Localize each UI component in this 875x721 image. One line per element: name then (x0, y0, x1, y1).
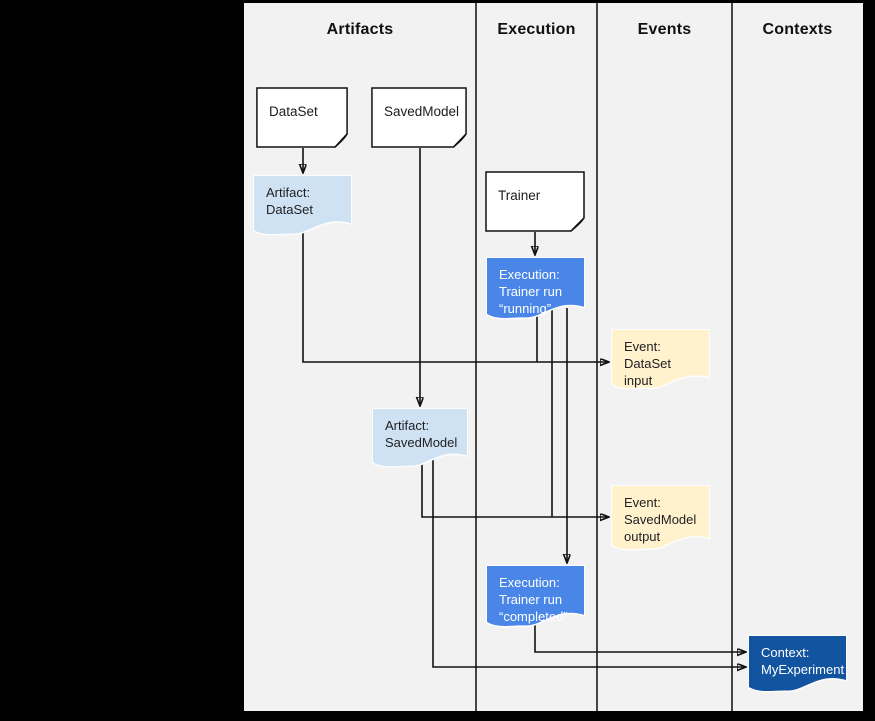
execution-running-line1: Execution: (499, 267, 560, 282)
context-myexperiment-line2: MyExperiment (761, 662, 845, 677)
savedmodel-node: SavedModel (371, 87, 467, 148)
artifact-dataset-line1: Artifact: (266, 185, 311, 200)
event-savedmodel-output-line3: output (624, 529, 661, 544)
execution-completed-node: Execution: Trainer run “completed” (486, 565, 585, 630)
execution-running-line3: “running” (499, 301, 552, 316)
arrow-artifact-savedmodel-to-event-output (421, 455, 609, 517)
execution-running-line2: Trainer run (499, 284, 563, 299)
context-myexperiment-line1: Context: (761, 645, 810, 660)
event-dataset-input-node: Event: DataSet input (611, 329, 710, 392)
column-header-artifacts: Artifacts (326, 21, 394, 38)
execution-completed-line3: “completed” (499, 609, 568, 624)
artifact-dataset-line2: DataSet (266, 202, 313, 217)
connector-lines (244, 3, 863, 711)
arrow-artifact-dataset-to-event-input (302, 229, 609, 362)
artifact-savedmodel-node: Artifact: SavedModel (372, 408, 468, 470)
dataset-node: DataSet (256, 87, 348, 148)
mlmd-lineage-diagram: Artifacts Execution Events Contexts Data… (244, 3, 863, 711)
artifact-savedmodel-line2: SavedModel (385, 435, 458, 450)
event-savedmodel-output-node: Event: SavedModel output (611, 485, 710, 553)
execution-completed-line1: Execution: (499, 575, 560, 590)
event-savedmodel-output-line1: Event: (624, 495, 661, 510)
arrow-execution-completed-to-context (534, 621, 746, 652)
trainer-node: Trainer (485, 171, 585, 232)
context-myexperiment-node: Context: MyExperiment (748, 635, 847, 695)
event-dataset-input-line2: DataSet input (624, 356, 671, 388)
column-header-execution: Execution (497, 21, 576, 38)
column-header-events: Events (637, 21, 692, 38)
savedmodel-label: SavedModel (384, 104, 460, 119)
trainer-label: Trainer (498, 188, 541, 203)
column-header-contexts: Contexts (762, 21, 833, 38)
arrow-artifact-savedmodel-to-context (432, 455, 746, 667)
execution-completed-line2: Trainer run (499, 592, 563, 607)
execution-running-node: Execution: Trainer run “running” (486, 257, 585, 322)
artifact-dataset-node: Artifact: DataSet (253, 175, 352, 238)
event-dataset-input-line1: Event: (624, 339, 661, 354)
event-savedmodel-output-line2: SavedModel (624, 512, 697, 527)
artifact-savedmodel-line1: Artifact: (385, 418, 430, 433)
dataset-label: DataSet (269, 104, 318, 119)
